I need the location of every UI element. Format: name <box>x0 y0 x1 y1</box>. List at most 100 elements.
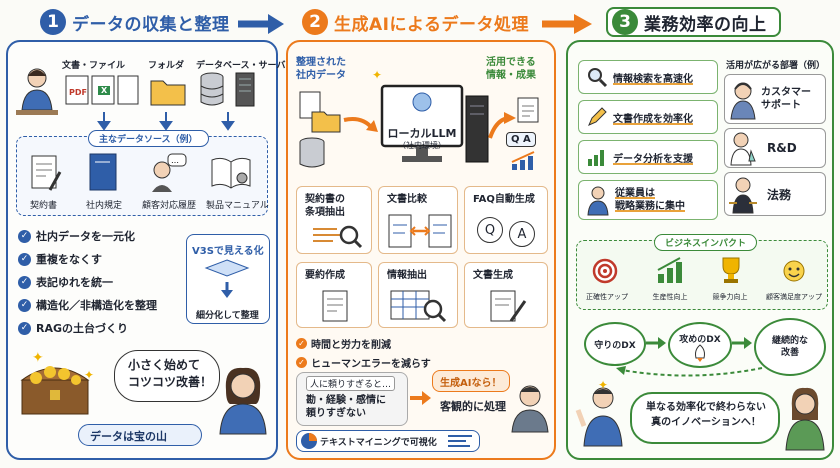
lawyer-icon <box>729 177 757 214</box>
woman-cheering-avatar <box>785 387 825 451</box>
source-manual-label: 製品マニュアル <box>206 201 269 211</box>
section3-title: 業務効率の向上 <box>644 14 767 35</box>
checklist-item: ✓重複をなくす <box>18 251 157 267</box>
impact-competitiveness: 競争力向上 <box>712 293 748 301</box>
document-icon <box>517 97 539 123</box>
task-card-extract: 情報抽出 <box>378 262 458 328</box>
input-data-label: 整理された 社内データ <box>296 57 346 81</box>
rulebook-icon <box>89 153 117 191</box>
task-card-compare: 文書比較 <box>378 186 458 254</box>
checklist-item: ✓構造化／非構造化を整理 <box>18 297 157 313</box>
excel-tag: X <box>98 86 111 95</box>
organized-data-icon <box>299 91 341 168</box>
benefit-list: ✓時間と労力を削減 ✓ヒューマンエラーを減らす <box>296 336 431 370</box>
treasure-label-box <box>78 424 202 446</box>
growth-bars-icon <box>657 257 682 283</box>
impact-productivity: 生産性向上 <box>652 293 688 301</box>
svg-text:…: … <box>171 156 179 165</box>
faq-question-bubble: Q <box>477 217 503 243</box>
impact-satisfaction: 顧客満足度アップ <box>766 293 822 301</box>
pie-chart-icon <box>301 433 317 449</box>
table-search-icon <box>390 290 447 323</box>
pdf-tag: PDF <box>69 88 87 97</box>
sparkle-icon: ✦ <box>598 378 609 392</box>
check-icon: ✓ <box>18 298 31 312</box>
contract-icon <box>31 155 62 191</box>
source-db-label: データベース・サーバー <box>196 61 295 71</box>
treasure-label: データは宝の山 <box>90 430 167 443</box>
man-avatar <box>511 385 549 433</box>
person-at-desk-icon <box>16 68 58 115</box>
database-server-icon <box>200 72 255 107</box>
source-files-label: 文書・ファイル <box>62 61 126 71</box>
sparkle-icon: ✦ <box>372 68 383 82</box>
pencil-icon <box>588 107 607 126</box>
task-card-generate: 文書生成 <box>464 262 548 328</box>
section1-header: 1 データの収集と整理 <box>40 6 230 38</box>
down-arrows <box>97 112 235 131</box>
check-icon: ✓ <box>18 229 31 243</box>
section3-number: 3 <box>612 9 638 35</box>
ai-title: 生成AIなら！ <box>440 378 502 389</box>
checklist: ✓社内データを一元化 ✓重複をなくす ✓表記ゆれを統一 ✓構造化／非構造化を整理… <box>18 228 157 336</box>
speech-text: 小さく始めて コツコツ改善！ <box>128 358 213 390</box>
ai-title-box <box>432 370 510 392</box>
faq-answer-bubble: A <box>509 221 535 247</box>
bar-chart-icon <box>588 150 604 166</box>
dx-offensive: 攻めのDX <box>668 322 732 368</box>
checklist-item: ✓表記ゆれを統一 <box>18 274 157 290</box>
local-llm-computer-icon <box>380 84 489 163</box>
arrow-right-icon <box>646 337 666 349</box>
arrow-right-icon <box>542 14 592 34</box>
section1-number: 1 <box>40 9 66 35</box>
growth-chart-icon <box>511 151 535 170</box>
benefit-item: ✓時間と労力を削減 <box>296 336 431 351</box>
benefit-item: ✓ヒューマンエラーを減らす <box>296 355 431 370</box>
sparkle-icon: ✦ <box>32 350 44 366</box>
checklist-item: ✓RAGの土台づくり <box>18 320 157 336</box>
file-documents-icon <box>65 75 139 105</box>
manual-book-icon <box>211 157 251 189</box>
benefit-strategy: 従業員は 戦略業務に集中 <box>578 180 718 220</box>
cycle-return-arrow <box>616 366 763 377</box>
section2-number: 2 <box>302 9 328 35</box>
v3s-subtitle: 細分化して整理 <box>196 311 259 321</box>
text-mining-label: テキストマイニングで可視化 <box>320 438 437 448</box>
employee-icon <box>587 186 609 216</box>
dept-legal: 法務 <box>724 172 826 216</box>
compare-documents-icon <box>388 214 452 248</box>
arrow-right-icon <box>343 117 378 132</box>
benefit-analysis: データ分析を支援 <box>578 140 718 174</box>
summary-document-icon <box>322 290 348 322</box>
text-lines-icon <box>448 435 472 447</box>
dept-rnd: R&D <box>724 128 826 168</box>
dept-title: 活用が広がる部署（例） <box>726 61 826 71</box>
human-title: 人に頼りすぎると… <box>306 376 396 391</box>
arrow-right-icon <box>488 112 516 139</box>
dx-continuous: 継続的な 改善 <box>754 318 826 376</box>
main-sources-title: 主なデータソース（例） <box>88 130 209 147</box>
check-icon: ✓ <box>296 357 307 368</box>
benefit-writing: 文書作成を効率化 <box>578 100 718 134</box>
arrow-right-icon <box>410 391 431 405</box>
layers-icon <box>204 259 250 298</box>
rocket-icon <box>695 344 705 362</box>
customer-support-icon: … <box>152 153 187 192</box>
task-card-contract: 契約書の 条項抽出 <box>296 186 372 254</box>
woman-avatar <box>219 367 267 435</box>
final-message-box <box>630 392 780 444</box>
check-icon: ✓ <box>18 321 31 335</box>
support-agent-icon <box>730 82 756 120</box>
magnifier-document-icon <box>313 225 363 249</box>
v3s-title: V3Sで見える化 <box>192 246 264 257</box>
treasure-chest-icon <box>20 366 90 415</box>
dept-support: カスタマー サポート <box>724 74 826 124</box>
benefit-search: 情報検索を高速化 <box>578 60 718 94</box>
human-body: 勘・経験・感情に 頼りすぎない <box>306 395 386 419</box>
speech-bubble <box>114 350 220 402</box>
write-document-icon <box>490 290 527 322</box>
arrow-right-icon <box>732 337 752 349</box>
output-label: 活用できる 情報・成果 <box>486 57 536 81</box>
section2-header: 2 生成AIによるデータ処理 <box>302 6 529 38</box>
folder-icon <box>150 80 186 106</box>
